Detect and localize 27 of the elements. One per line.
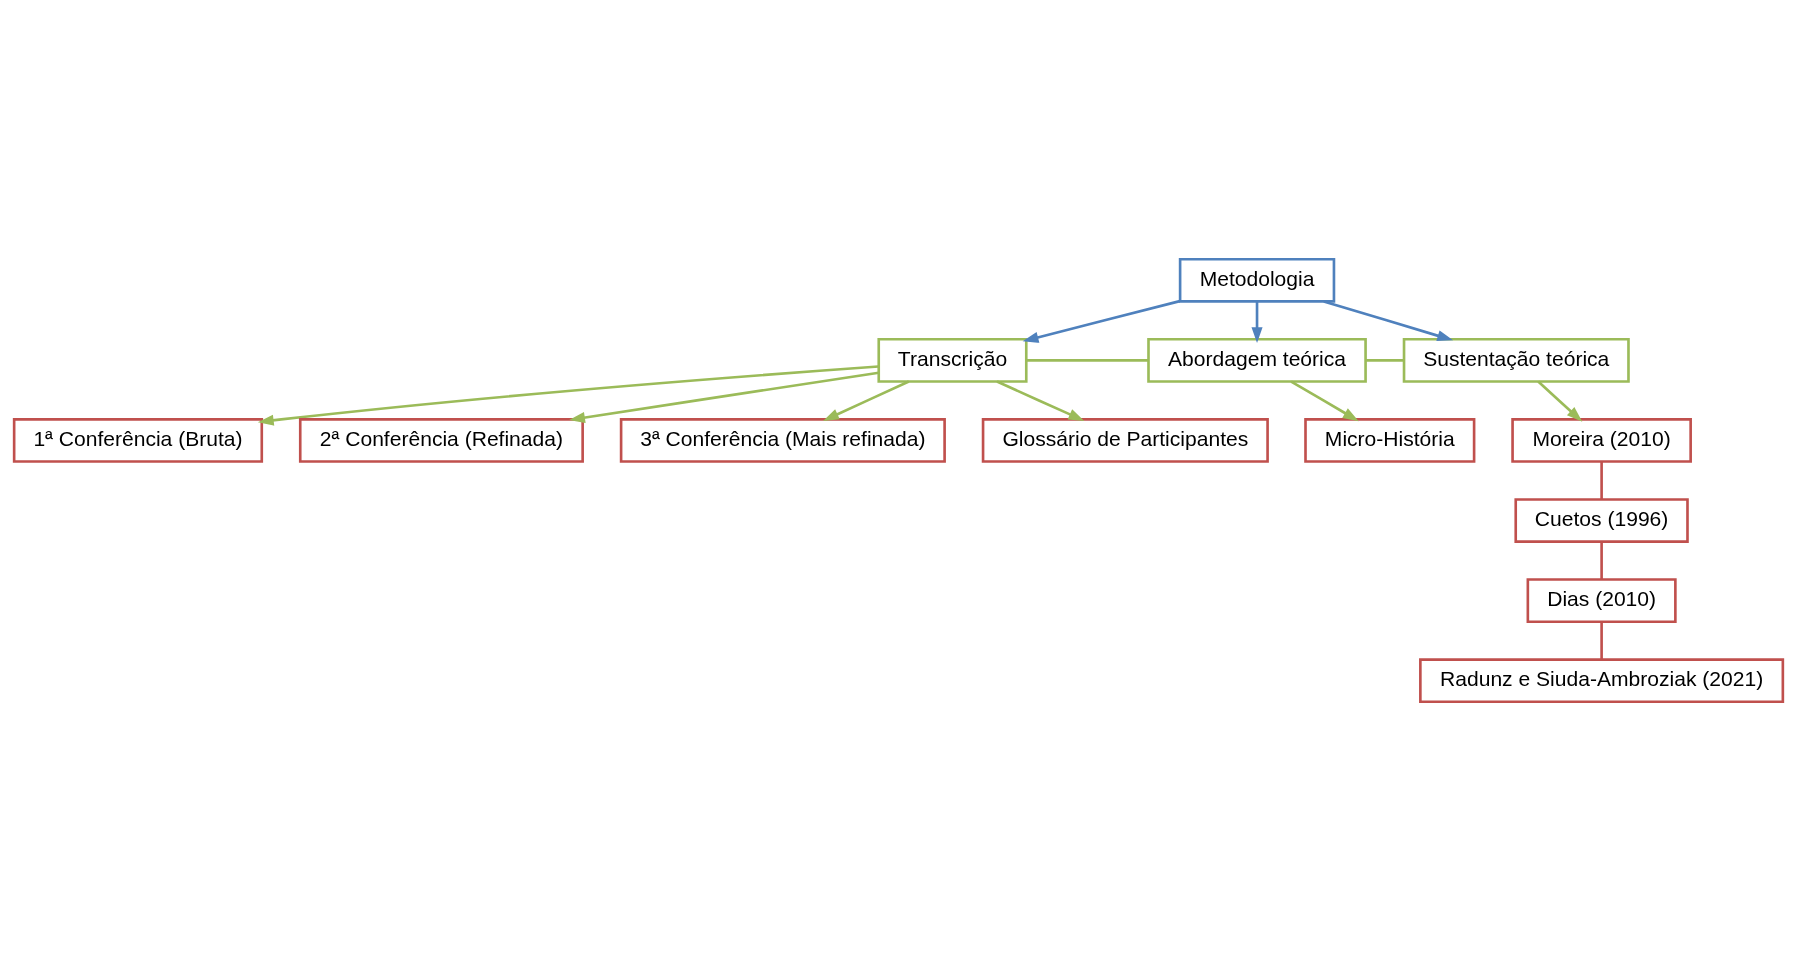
node-box: 2ª Conferência (Refinada) [298, 418, 584, 463]
arrow [823, 380, 910, 421]
node-box: Micro-História [1304, 418, 1476, 463]
connector [1365, 359, 1404, 362]
node-box: Metodologia [1178, 257, 1336, 303]
arrow [1323, 300, 1454, 342]
arrow [1022, 299, 1181, 343]
node-box: Cuetos (1996) [1514, 498, 1689, 543]
node-box: Glossário de Participantes [981, 418, 1269, 463]
arrow [1537, 380, 1583, 422]
arrow [996, 380, 1085, 421]
node-box: Abordagem teórica [1147, 338, 1367, 383]
connector [1600, 541, 1603, 580]
node-box: Transcrição [877, 338, 1028, 383]
node-box: Dias (2010) [1526, 578, 1677, 623]
connector [1600, 621, 1603, 660]
arrow [569, 371, 879, 423]
node-box: Sustentação teórica [1402, 338, 1630, 383]
node-box: 3ª Conferência (Mais refinada) [619, 418, 946, 463]
arrow [1290, 380, 1359, 422]
node-box: Radunz e Siuda-Ambroziak (2021) [1419, 658, 1785, 704]
node-box: 1ª Conferência (Bruta) [12, 418, 264, 463]
connector [1026, 359, 1149, 362]
connector [1600, 461, 1603, 500]
arrow [1251, 301, 1263, 344]
node-box: Moreira (2010) [1511, 418, 1692, 463]
arrow [257, 365, 879, 426]
